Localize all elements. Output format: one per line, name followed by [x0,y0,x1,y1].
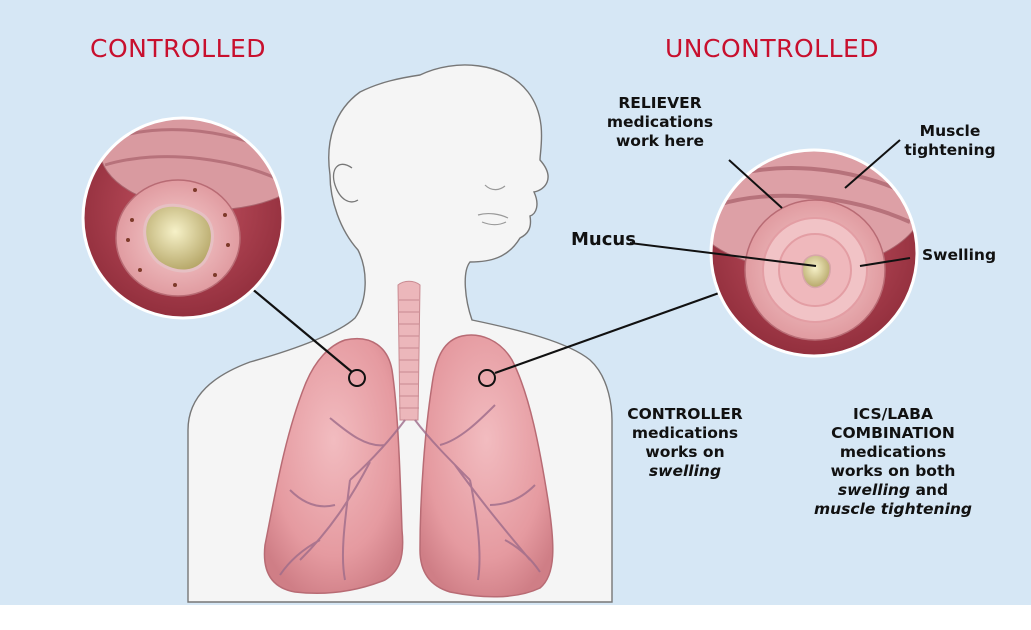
reliever-line-3: work here [600,132,720,151]
muscle-line-1: Muscle [890,122,1010,141]
title-controlled: CONTROLLED [90,36,266,61]
title-uncontrolled: UNCONTROLLED [665,36,879,61]
reliever-line-2: medications [600,113,720,132]
controller-line-3: works on [620,443,750,462]
ics-line-2: COMBINATION [808,424,978,443]
ics-joiner: and [910,481,948,499]
reliever-line-1: RELIEVER [600,94,720,113]
label-muscle-tightening: Muscle tightening [890,122,1010,160]
ics-emphasis-1: swelling [838,481,910,499]
ics-line-1: ICS/LABA [808,405,978,424]
label-swelling: Swelling [922,246,996,265]
trachea [398,281,420,420]
controller-line-2: medications [620,424,750,443]
label-reliever: RELIEVER medications work here [600,94,720,151]
ics-emphasis-2: muscle tightening [814,500,972,518]
controller-line-1: CONTROLLER [620,405,750,424]
label-mucus: Mucus [571,230,636,249]
ics-line-3: medications [808,443,978,462]
controller-emphasis: swelling [649,462,721,480]
muscle-line-2: tightening [890,141,1010,160]
label-controller: CONTROLLER medications works on swelling [620,405,750,481]
label-ics-laba: ICS/LABA COMBINATION medications works o… [808,405,978,519]
ics-line-4: works on both [808,462,978,481]
